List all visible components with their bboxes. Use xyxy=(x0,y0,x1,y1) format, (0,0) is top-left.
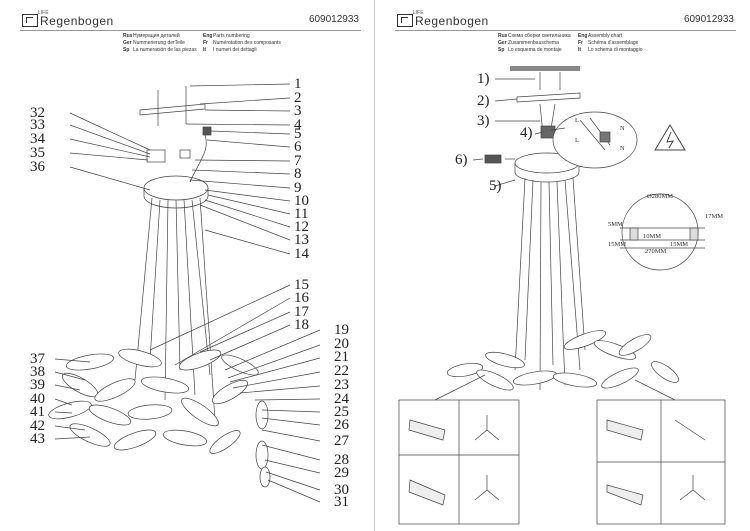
part-number: 12 xyxy=(294,219,309,235)
header-col-1: RusНумерация деталей GerNummerierung der… xyxy=(123,33,197,53)
part-number: 30 xyxy=(334,482,349,498)
part-number: 40 xyxy=(30,391,45,407)
part-number: 19 xyxy=(334,322,349,338)
part-number: 2 xyxy=(294,90,302,106)
part-number: 41 xyxy=(30,404,45,420)
part-number: 5 xyxy=(294,126,302,142)
part-number: 16 xyxy=(294,290,309,306)
part-number: 13 xyxy=(294,232,309,248)
part-number: 3 xyxy=(294,103,302,119)
part-number: 36 xyxy=(30,159,45,175)
logo-mark-icon xyxy=(22,14,38,27)
assembly-chart-page: LIFE Regenbogen 609012933 RusСхема сборк… xyxy=(375,0,750,531)
wire-label: N xyxy=(620,145,625,152)
part-number: 8 xyxy=(294,166,302,182)
part-number: 20 xyxy=(334,336,349,352)
article-number: 609012933 xyxy=(308,14,359,25)
logo-mark-icon xyxy=(397,14,413,27)
step-number: 2) xyxy=(477,93,490,109)
part-number: 29 xyxy=(334,465,349,481)
part-number: 32 xyxy=(30,105,45,121)
part-number: 27 xyxy=(334,433,349,449)
step-number: 3) xyxy=(477,113,490,129)
brand-logo: LIFE Regenbogen xyxy=(22,10,114,28)
part-number: 38 xyxy=(30,364,45,380)
part-number: 6 xyxy=(294,139,302,155)
part-number: 42 xyxy=(30,418,45,434)
part-number: 31 xyxy=(334,494,349,510)
part-number: 11 xyxy=(294,206,309,222)
part-number: 1 xyxy=(294,76,302,92)
part-number: 22 xyxy=(334,363,349,379)
wire-label: L xyxy=(575,137,579,144)
brand-tag: LIFE xyxy=(413,10,424,16)
part-number: 15 xyxy=(294,277,309,293)
part-number: 34 xyxy=(30,131,45,147)
header-rule xyxy=(395,30,736,31)
brand-name: Regenbogen xyxy=(415,14,489,28)
dimension-diameter: Ø280MM xyxy=(647,193,673,200)
part-number: 24 xyxy=(334,391,349,407)
part-number: 37 xyxy=(30,351,45,367)
wire-label: L xyxy=(575,117,579,124)
brand-tag: LIFE xyxy=(38,10,49,16)
exploded-diagram xyxy=(48,83,321,503)
part-number: 23 xyxy=(334,377,349,393)
part-number: 43 xyxy=(30,431,45,447)
parts-numbering-page: LIFE Regenbogen 609012933 RusНумерация д… xyxy=(20,10,361,510)
part-number: 17 xyxy=(294,304,309,320)
page-divider xyxy=(374,0,375,531)
part-number: 7 xyxy=(294,153,302,169)
wire-label: N xyxy=(620,125,625,132)
part-number: 18 xyxy=(294,317,309,333)
part-number: 14 xyxy=(294,246,309,262)
part-number: 21 xyxy=(334,349,349,365)
dimension-label: 5MM xyxy=(608,221,623,228)
part-number: 39 xyxy=(30,377,45,393)
dimension-label: 15MM xyxy=(608,241,626,248)
part-number: 33 xyxy=(30,117,45,133)
step-number: 4) xyxy=(520,125,533,141)
part-number: 35 xyxy=(30,145,45,161)
part-number: 25 xyxy=(334,404,349,420)
step-number: 6) xyxy=(455,152,468,168)
part-number: 28 xyxy=(334,452,349,468)
part-number: 4 xyxy=(294,117,302,133)
dimension-label: 270MM xyxy=(645,248,667,255)
part-number: 10 xyxy=(294,193,309,209)
step-number: 5) xyxy=(489,178,502,194)
step-number: 1) xyxy=(477,71,490,87)
dimension-label: 10MM xyxy=(643,233,661,240)
header-col-1: RusСхема сборки светильника GerZusammenb… xyxy=(498,33,571,53)
article-number: 609012933 xyxy=(683,14,734,25)
brand-name: Regenbogen xyxy=(40,14,114,28)
header-rule xyxy=(20,30,361,31)
dimension-label: 17MM xyxy=(705,213,723,220)
part-number: 26 xyxy=(334,417,349,433)
dimension-label: 15MM xyxy=(670,241,688,248)
part-number: 9 xyxy=(294,180,302,196)
assembly-diagram: Ø280MM 5MM 10MM 17MM 15MM 15MM 270MM N N… xyxy=(398,66,726,525)
brand-logo: LIFE Regenbogen xyxy=(397,10,489,28)
